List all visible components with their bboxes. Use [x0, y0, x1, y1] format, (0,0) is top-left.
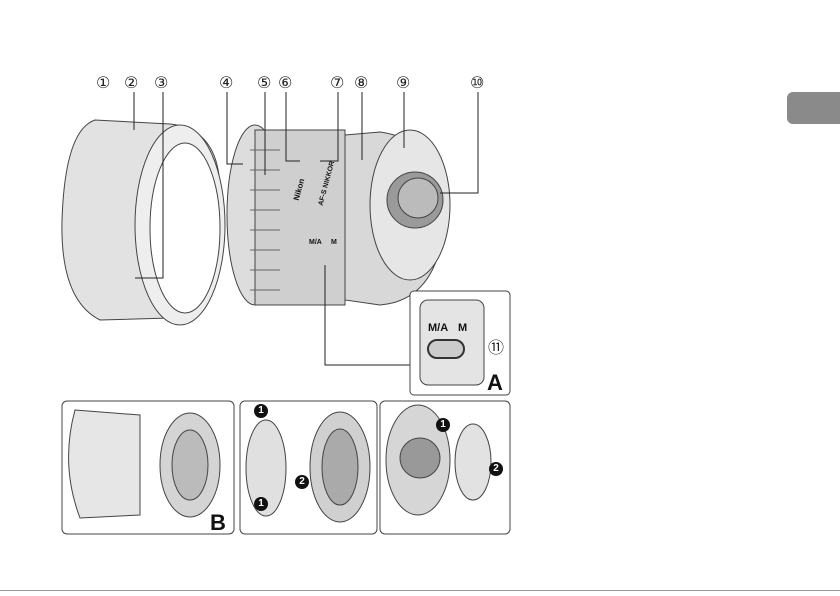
step-2-marker: 2	[295, 475, 309, 489]
callout-5: ⑤	[257, 73, 272, 92]
switch-label-ma: M/A	[428, 322, 449, 334]
step-1-marker: 1	[254, 404, 268, 418]
lens-body	[226, 124, 451, 306]
inset-b-label: B	[210, 510, 226, 535]
callout-7: ⑦	[330, 73, 345, 92]
switch-label-m-small: M	[331, 239, 337, 246]
callout-1: ①	[96, 73, 111, 92]
switch-label-m: M	[458, 322, 468, 334]
step-1-marker-bottom: 1	[254, 497, 268, 511]
callout-3: ③	[154, 73, 169, 92]
focus-mode-switch	[427, 339, 465, 359]
leader-lines	[133, 92, 486, 366]
callout-9: ⑨	[396, 73, 411, 92]
callout-2: ②	[124, 73, 139, 92]
inset-a-label: A	[487, 370, 503, 395]
switch-label-ma-small: M/A	[309, 239, 322, 246]
step-1-marker-rear: 1	[436, 418, 450, 432]
lens-hood	[61, 119, 226, 326]
step-2-marker-rear: 2	[489, 462, 503, 476]
callout-11: ⑪	[488, 338, 505, 357]
callout-10: ⑩	[470, 73, 485, 92]
callout-8: ⑧	[354, 73, 369, 92]
page-footer-rule	[0, 590, 840, 591]
callout-4: ④	[219, 73, 234, 92]
focus-ring-ribs	[250, 149, 280, 291]
section-tab	[787, 92, 840, 124]
callout-6: ⑥	[278, 73, 293, 92]
